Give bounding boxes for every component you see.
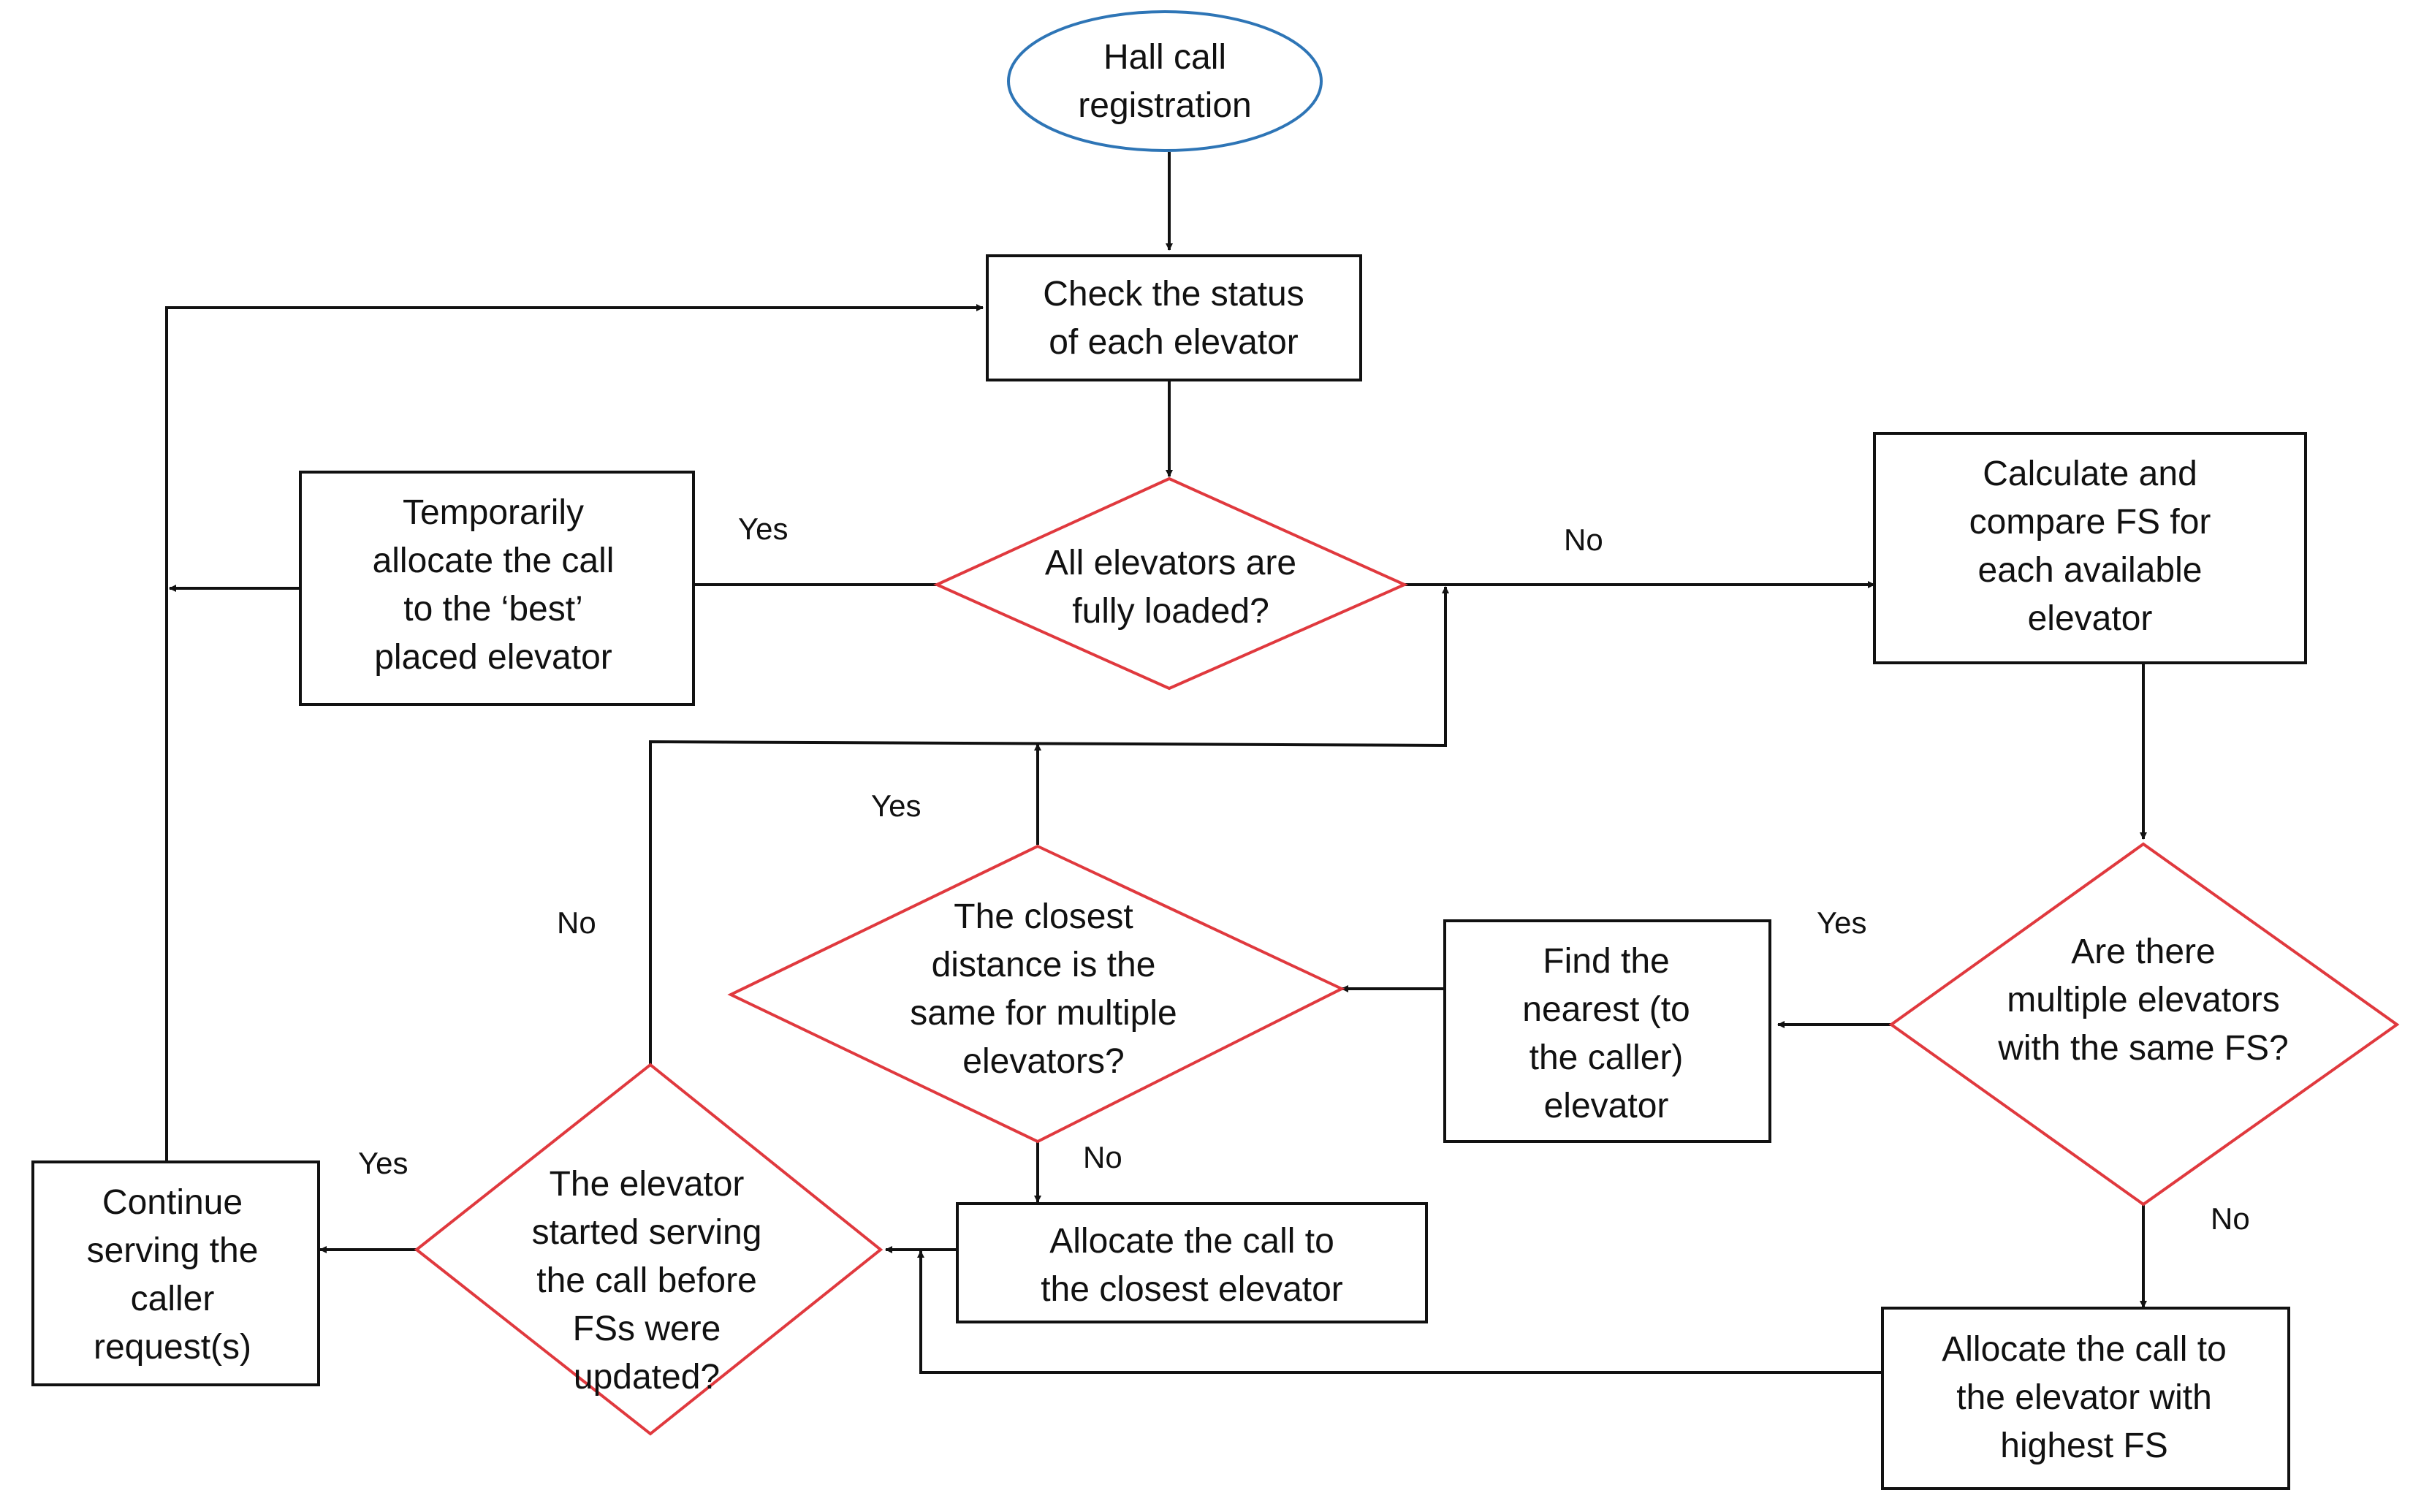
process-find-nearest: Find the nearest (to the caller) elevator <box>1443 919 1771 1143</box>
node-text-line: of each elevator <box>1049 323 1299 362</box>
node-text-line: compare FS for <box>1969 503 2211 542</box>
node-text-line: elevator <box>1544 1087 1669 1125</box>
node-text: All elevators are fully loaded? <box>1045 544 1296 631</box>
node-text: Allocate the call to the closest elevator <box>1041 1222 1343 1309</box>
node-text-line: nearest (to <box>1522 990 1690 1029</box>
process-shape <box>1873 432 2307 664</box>
node-text-line: Find the <box>1543 942 1669 981</box>
edge-label-all-loaded-yes: Yes <box>738 512 788 546</box>
process-shape <box>31 1160 320 1386</box>
node-text-line: elevators? <box>962 1042 1124 1081</box>
node-text: Calculate and compare FS for each availabl… <box>1969 455 2211 638</box>
process-shape <box>299 471 695 706</box>
node-text-line: Temporarily <box>403 493 584 532</box>
node-text: Hall call registration <box>1078 38 1251 125</box>
node-text: Allocate the call to the elevator with hig… <box>1942 1330 2227 1465</box>
node-text-line: Calculate and <box>1983 455 2197 493</box>
node-text-line: Hall call <box>1103 38 1226 77</box>
edge-label-multiple-yes: Yes <box>1817 905 1867 940</box>
decision-multiple-same-fs: Are there multiple elevators with the same… <box>1888 842 2400 1207</box>
edge-label-started-yes: Yes <box>358 1146 408 1180</box>
process-calc-fs: Calculate and compare FS for each availabl… <box>1873 432 2307 664</box>
node-text-line: the call before <box>536 1261 757 1300</box>
edge-label-closest-same-no: No <box>1083 1140 1122 1174</box>
connectors <box>165 152 2147 1374</box>
process-allocate-highest: Allocate the call to the elevator with hig… <box>1881 1307 2290 1490</box>
node-text: Find the nearest (to the caller) elevator <box>1522 942 1690 1125</box>
node-text-line: The closest <box>954 897 1133 936</box>
node-text-line: registration <box>1078 86 1251 125</box>
decision-closest-same: The closest distance is the same for multi… <box>727 844 1345 1144</box>
terminal-shape <box>1007 10 1323 152</box>
process-allocate-closest: Allocate the call to the closest elevator <box>956 1202 1428 1323</box>
edge-label-all-loaded-no: No <box>1564 523 1603 557</box>
node-text-line: All elevators are <box>1045 544 1296 582</box>
process-shape <box>1881 1307 2290 1490</box>
process-check-status: Check the status of each elevator <box>986 254 1362 381</box>
node-text: The closest distance is the same for multi… <box>910 897 1177 1081</box>
node-text-line: FSs were <box>573 1310 721 1348</box>
node-text-line: Allocate the call to <box>1942 1330 2227 1369</box>
edge-label-started-no: No <box>557 905 596 940</box>
edge-labels: Yes No Yes No Yes No Yes No <box>358 512 2250 1236</box>
process-shape <box>986 254 1362 381</box>
edge-highest-to-started <box>917 1250 1882 1374</box>
edge-label-multiple-no: No <box>2211 1201 2250 1236</box>
node-text-line: updated? <box>574 1358 720 1397</box>
node-text-line: allocate the call <box>373 542 615 580</box>
node-text-line: placed elevator <box>374 638 612 677</box>
node-text-line: multiple elevators <box>2007 981 2280 1019</box>
node-text-line: The elevator <box>550 1165 745 1204</box>
node-text: Temporarily allocate the call to the ‘best… <box>373 493 615 677</box>
node-text: The elevator started serving the call befo… <box>532 1165 762 1397</box>
terminal-hall-call: Hall call registration <box>1007 10 1323 152</box>
decision-all-loaded: All elevators are fully loaded? <box>933 476 1408 691</box>
node-text-line: same for multiple <box>910 994 1177 1033</box>
node-text-line: elevator <box>2028 599 2153 638</box>
process-continue-serving: Continue serving the caller request(s) <box>31 1160 320 1386</box>
decision-shape <box>1888 842 2400 1207</box>
node-text-line: serving the <box>87 1231 259 1270</box>
node-text-line: Allocate the call to <box>1049 1222 1334 1261</box>
node-text-line: highest FS <box>2000 1426 2167 1465</box>
node-text: Check the status of each elevator <box>1043 275 1304 362</box>
node-text-line: the closest elevator <box>1041 1270 1343 1309</box>
node-text-line: caller <box>131 1280 215 1318</box>
node-text-line: each available <box>1978 551 2203 590</box>
node-text: Continue serving the caller request(s) <box>87 1183 259 1367</box>
edge-continue-to-check <box>165 304 984 1162</box>
node-text-line: started serving <box>532 1213 762 1252</box>
node-text-line: Check the status <box>1043 275 1304 314</box>
process-shape <box>1443 919 1771 1143</box>
node-text-line: Are there <box>2071 932 2215 971</box>
decision-started-serving: The elevator started serving the call befo… <box>414 1063 884 1436</box>
decision-shape <box>933 476 1408 691</box>
node-text-line: request(s) <box>94 1328 251 1367</box>
node-text-line: fully loaded? <box>1072 592 1269 631</box>
process-temp-allocate: Temporarily allocate the call to the ‘best… <box>299 471 695 706</box>
edge-label-closest-same-yes: Yes <box>871 789 922 823</box>
node-text-line: to the ‘best’ <box>403 590 582 628</box>
node-text-line: Continue <box>102 1183 243 1222</box>
process-shape <box>956 1202 1428 1323</box>
node-text-line: the caller) <box>1530 1038 1684 1077</box>
node-text-line: the elevator with <box>1956 1378 2212 1417</box>
decision-shape <box>727 844 1345 1144</box>
node-text-line: distance is the <box>932 946 1156 984</box>
decision-shape <box>414 1063 884 1436</box>
node-text-line: with the same FS? <box>1997 1029 2289 1068</box>
node-text: Are there multiple elevators with the same… <box>1997 932 2289 1068</box>
edge-started-no <box>649 586 1449 1065</box>
